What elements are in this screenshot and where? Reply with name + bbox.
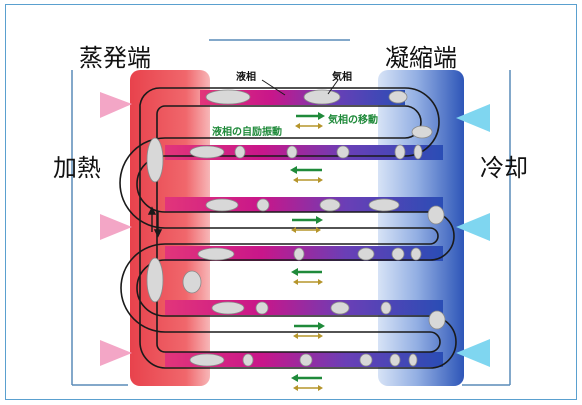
heating-label: 加熱: [53, 154, 101, 182]
vapor-movement-label: 気相の移動: [328, 115, 378, 126]
cool-arrow-icon: [456, 339, 490, 367]
oscillation-arrow-icon-1: [295, 112, 325, 129]
oscillation-arrows: [290, 112, 325, 391]
oscillation-arrow-icon-6: [291, 374, 323, 391]
oscillation-arrow-icon-3: [291, 216, 323, 233]
vapor-phase-label: 気相: [332, 72, 352, 83]
cool-arrow-icon: [456, 104, 490, 132]
oscillation-arrow-icon-4: [291, 268, 323, 285]
cool-arrows: [456, 104, 490, 367]
diagram-frame: [5, 4, 577, 400]
liquid-oscillation-label: 液相の自励振動: [212, 127, 282, 138]
condenser-label: 凝縮端: [385, 44, 457, 72]
heat-arrow-icon: [100, 214, 132, 240]
heat-arrow-icon: [100, 340, 132, 366]
oscillation-arrow-icon-2: [290, 166, 323, 183]
vapor-bubbles: [146, 89, 446, 367]
cool-arrow-icon: [456, 213, 490, 241]
vapor-callout-line: [327, 79, 339, 95]
vertical-flow-arrow-icon: [147, 206, 163, 238]
cooling-label: 冷却: [480, 154, 528, 182]
liquid-phase-label: 液相: [236, 72, 256, 83]
oscillation-arrow-icon-5: [293, 322, 325, 339]
heat-arrow-icon: [100, 92, 132, 118]
liquid-callout-line: [261, 79, 286, 96]
heat-arrows: [100, 92, 132, 366]
evaporator-label: 蒸発端: [79, 44, 151, 72]
